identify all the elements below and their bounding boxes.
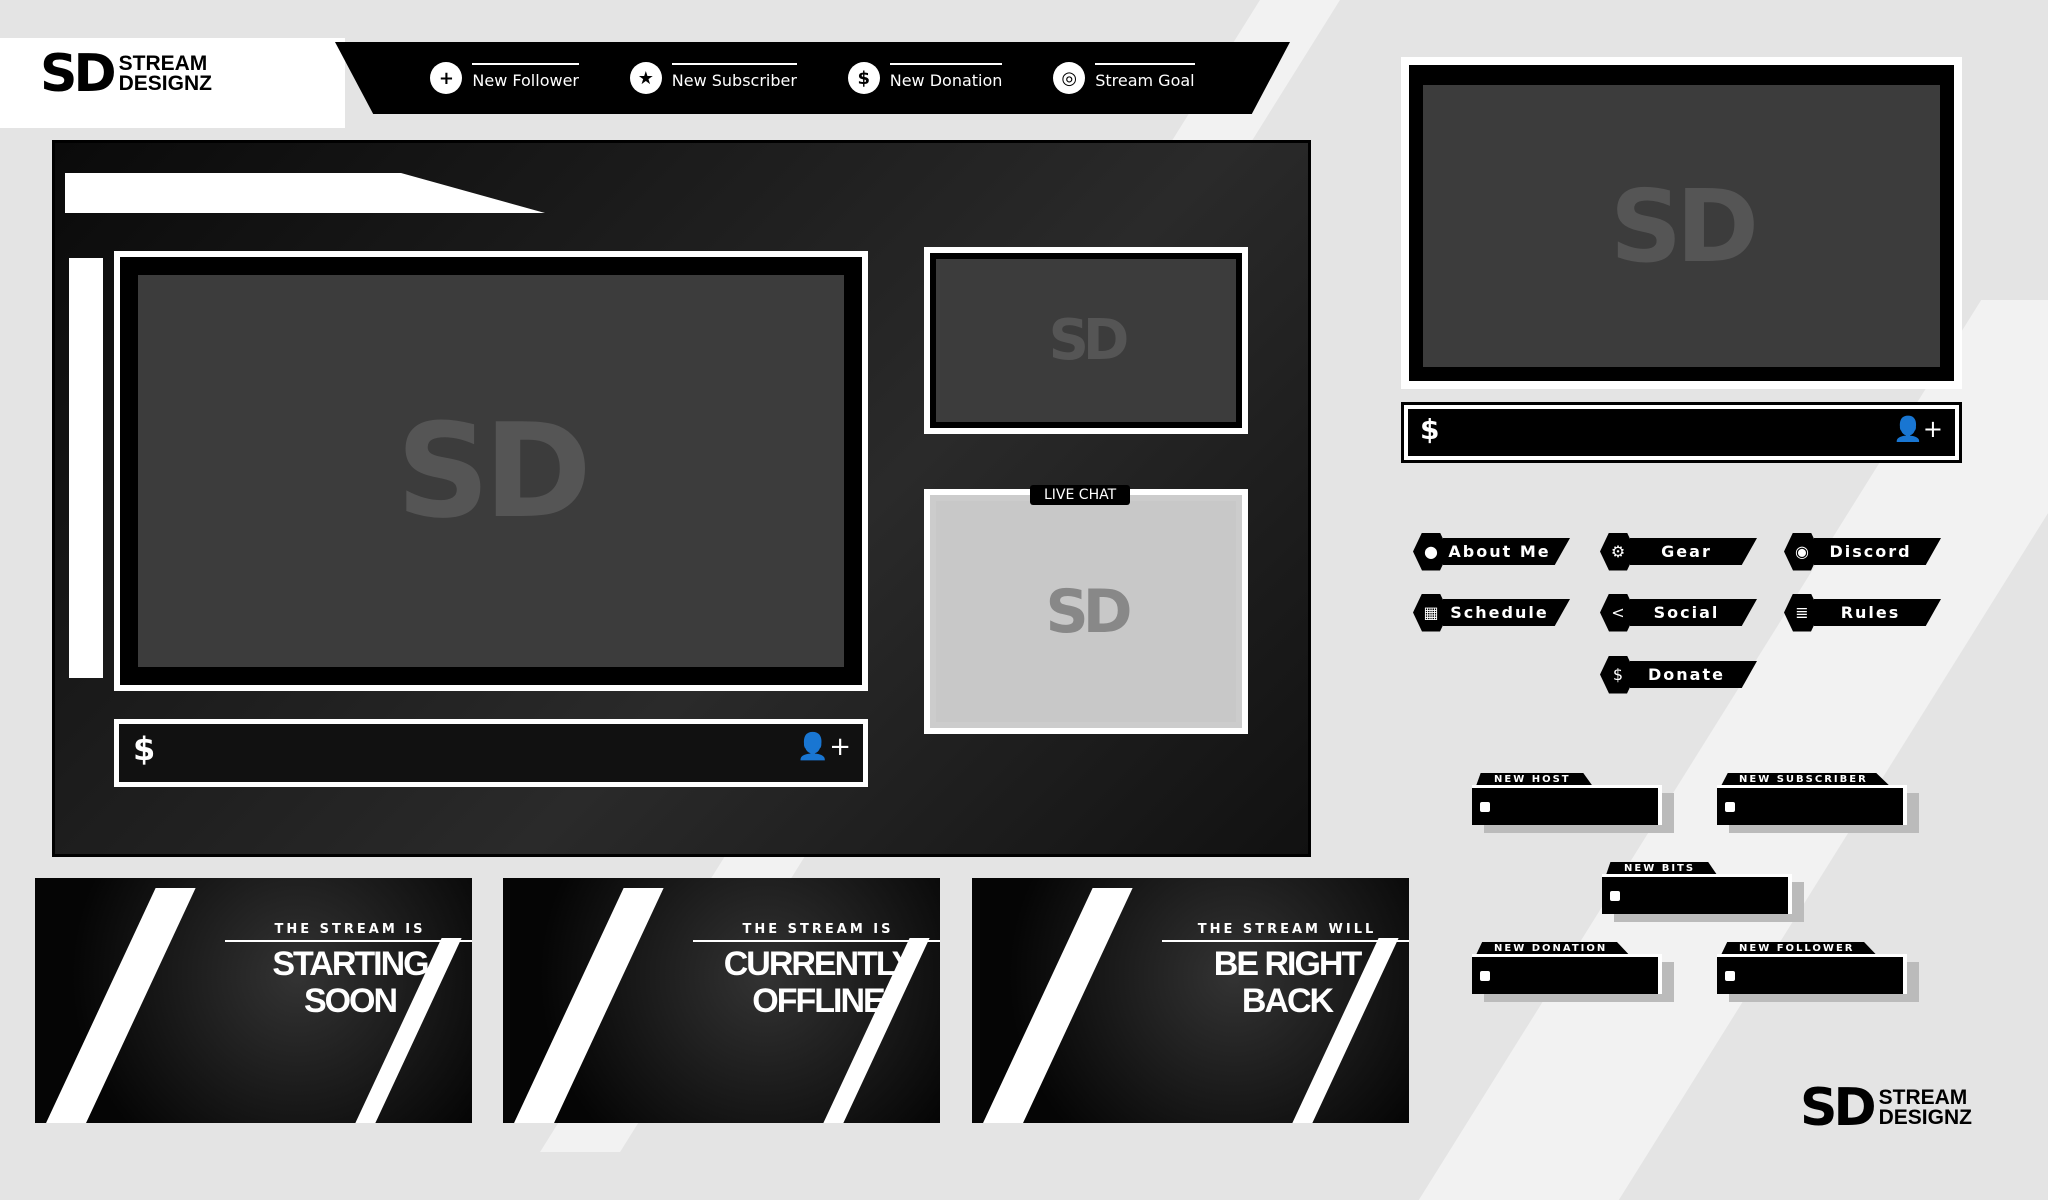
alert-box-new-subscriber: NEW SUBSCRIBER	[1717, 773, 1911, 827]
white-slash	[35, 888, 196, 1123]
main-camera-frame: SD	[114, 251, 868, 691]
panel-social: <Social	[1600, 593, 1757, 632]
brand-mark: SD	[1800, 1078, 1877, 1138]
panel-schedule: ▦Schedule	[1413, 593, 1570, 632]
main-scene: SD SD SD LIVE CHAT $ 👤+	[52, 140, 1311, 857]
hexagon-icon	[1610, 891, 1620, 901]
alert-box-new-donation: NEW DONATION	[1472, 942, 1666, 996]
alert-stream-goal: ◎Stream Goal	[1053, 62, 1195, 94]
divider	[1162, 940, 1409, 942]
hexagon-icon	[1480, 971, 1490, 981]
user-plus-icon: 👤+	[1893, 415, 1943, 443]
webcam-placeholder: SD	[1423, 85, 1940, 367]
small-camera-placeholder: SD	[936, 259, 1236, 422]
alert-box-new-host: NEW HOST	[1472, 773, 1666, 827]
white-slash	[503, 888, 664, 1123]
hexagon-icon	[1725, 971, 1735, 981]
dollar-icon: $	[133, 730, 156, 768]
user-plus-icon: +	[430, 62, 463, 94]
alert-new-follower: +New Follower	[430, 62, 579, 94]
white-bar	[69, 258, 103, 678]
star-icon: ★	[629, 62, 662, 94]
dollar-icon: $	[1420, 413, 1440, 446]
webcam-bottom-bar: $ 👤+	[1401, 402, 1962, 463]
alert-bar: +New Follower ★New Subscriber $New Donat…	[335, 42, 1290, 114]
divider	[693, 940, 940, 942]
dollar-icon: $	[847, 62, 880, 94]
panel-rules: ≣Rules	[1784, 593, 1941, 632]
live-chat-label: LIVE CHAT	[1030, 485, 1131, 505]
white-slash	[972, 888, 1133, 1123]
hexagon-icon	[1480, 802, 1490, 812]
panel-gear: ⚙Gear	[1600, 532, 1757, 571]
small-camera-frame: SD	[924, 247, 1248, 434]
panel-about-me: ●About Me	[1413, 532, 1570, 571]
logo-backdrop	[0, 38, 345, 128]
live-chat-frame: SD LIVE CHAT	[924, 485, 1248, 734]
brand-mark: SD	[40, 44, 117, 104]
hexagon-icon	[1725, 802, 1735, 812]
bottom-bar: $ 👤+	[114, 719, 868, 787]
user-plus-icon: 👤+	[796, 732, 851, 762]
target-icon: ◎	[1053, 62, 1086, 94]
alert-box-new-follower: NEW FOLLOWER	[1717, 942, 1911, 996]
alert-new-subscriber: ★New Subscriber	[629, 62, 797, 94]
chat-placeholder: SD	[936, 501, 1236, 722]
main-camera-placeholder: SD	[138, 275, 844, 667]
white-slash	[65, 173, 545, 213]
alert-new-donation: $New Donation	[847, 62, 1003, 94]
panel-discord: ◉Discord	[1784, 532, 1941, 571]
alert-box-new-bits: NEW BITS	[1602, 862, 1796, 916]
webcam-frame: SD	[1401, 57, 1962, 389]
divider	[225, 940, 472, 942]
panel-donate: $Donate	[1600, 655, 1757, 694]
